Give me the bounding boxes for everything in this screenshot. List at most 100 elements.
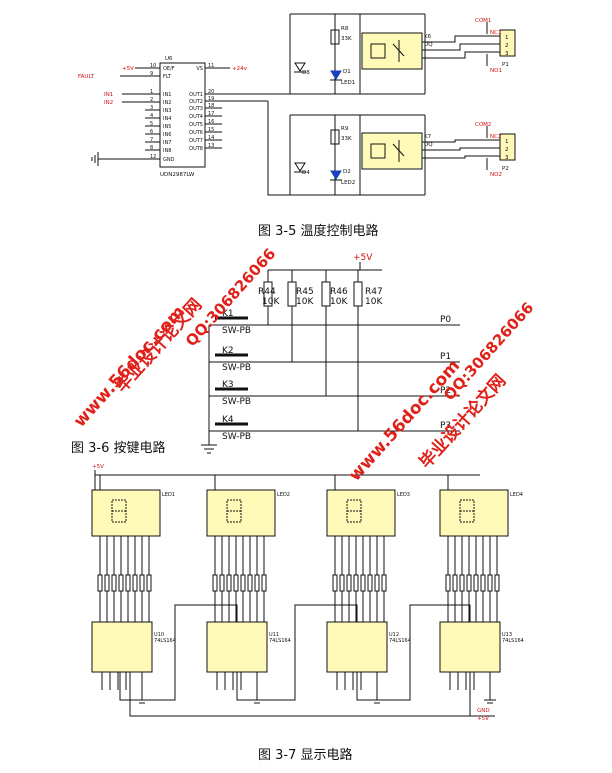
ic-part-u6: UDN2987LW [160, 172, 195, 178]
ch1-conn: P1 [502, 62, 509, 68]
u6-pin-name-left-9: IN8 [163, 148, 171, 154]
u6-pin-num-left-0: 10 [150, 63, 156, 69]
ch2-pin1: 1 [505, 139, 509, 145]
u6-pin-num-left-8: 7 [150, 137, 153, 143]
ch2-no: NO2 [490, 172, 502, 178]
ch1-nc: NC1 [490, 30, 501, 36]
u6-pin-name-right-4: OUT4 [189, 114, 203, 120]
ch2-pin3: 3 [505, 155, 509, 161]
r44-val: 10K [262, 297, 280, 307]
u6-pin-num-left-4: 3 [150, 105, 153, 111]
ch1-res-val: 33K [341, 36, 352, 42]
ch1-led: D1 [343, 69, 351, 75]
net-in2: IN2 [104, 100, 113, 106]
u6-pin-name-right-1: OUT1 [189, 92, 203, 98]
ic-part-4: 74LS164 [502, 638, 524, 644]
u6-pin-name-left-2: IN1 [163, 92, 171, 98]
k2-type: SW-PB [222, 363, 251, 373]
u6-pin-name-left-8: IN7 [163, 140, 171, 146]
u6-pin-name-right-5: OUT5 [189, 122, 203, 128]
r46-ref: R46 [330, 287, 348, 297]
r45-ref: R45 [296, 287, 314, 297]
led-label-1: LED1 [162, 492, 175, 498]
ch1-relay-type: DQ [424, 42, 433, 48]
u6-pin-num-left-3: 2 [150, 97, 153, 103]
ch1-no: NO1 [490, 68, 502, 74]
r47-ref: R47 [365, 287, 383, 297]
shift-register-3 [326, 621, 388, 673]
u6-pin-num-right-2: 19 [208, 96, 214, 102]
u6-pin-name-left-4: IN3 [163, 108, 171, 114]
key-supply: +5V [353, 253, 373, 263]
u6-pin-name-left-6: IN5 [163, 124, 171, 130]
ch2-diode: D4 [302, 170, 310, 176]
r46-val: 10K [330, 297, 348, 307]
ic-label-3: U12 [389, 632, 399, 638]
ch2-res-val: 33K [341, 136, 352, 142]
ch1-led-label: LED1 [341, 80, 355, 86]
ch1-relay: K6 [424, 34, 432, 40]
net-p24v: +24v [232, 66, 248, 72]
r44-ref: R44 [258, 287, 276, 297]
connector-p2 [499, 133, 516, 161]
k2-port: P1 [440, 352, 451, 362]
u6-pin-num-left-9: 8 [150, 145, 153, 151]
shift-register-1 [91, 621, 153, 673]
ic-label-2: U11 [269, 632, 279, 638]
ch2-res: R9 [341, 126, 349, 132]
ch1-com: COM1 [475, 18, 491, 24]
u6-pin-name-right-7: OUT7 [189, 138, 203, 144]
caption-fig-3-6: 图 3-6 按键电路 [71, 441, 166, 456]
caption-fig-3-7: 图 3-7 显示电路 [258, 748, 353, 763]
k4-type: SW-PB [222, 432, 251, 442]
ic-ref-u6: U6 [165, 56, 173, 62]
ic-part-2: 74LS164 [269, 638, 291, 644]
u6-pin-name-left-7: IN6 [163, 132, 171, 138]
ch2-com: COM2 [475, 122, 491, 128]
shift-register-2 [206, 621, 268, 673]
u6-pin-num-right-1: 20 [208, 89, 214, 95]
shift-register-4 [439, 621, 501, 673]
led-label-3: LED3 [397, 492, 410, 498]
ch1-res: R8 [341, 26, 349, 32]
ch1-diode: D8 [302, 70, 310, 76]
k4-port: P3 [440, 421, 451, 431]
led-label-2: LED2 [277, 492, 290, 498]
u6-pin-num-right-4: 17 [208, 111, 214, 117]
ic-u6 [159, 62, 206, 168]
ch2-pin2: 2 [505, 147, 509, 153]
u6-pin-num-right-3: 18 [208, 103, 214, 109]
u6-pin-name-left-0: OE/F [163, 66, 175, 72]
disp-net-gnd: GND [477, 708, 490, 714]
r47-val: 10K [365, 297, 383, 307]
k3-port: P2 [440, 386, 451, 396]
connector-p1 [499, 29, 516, 57]
ch2-relay: K7 [424, 134, 432, 140]
ch1-pin1: 1 [505, 35, 509, 41]
u6-pin-num-left-1: 9 [150, 71, 153, 77]
k1-ref: K1 [222, 309, 234, 319]
u6-pin-num-left-6: 5 [150, 121, 153, 127]
ch1-pin3: 3 [505, 51, 509, 57]
led-display-2 [206, 489, 276, 537]
u6-pin-name-left-5: IN4 [163, 116, 171, 122]
u6-pin-num-right-7: 14 [208, 135, 214, 141]
ch1-pin2: 2 [505, 43, 509, 49]
k1-type: SW-PB [222, 326, 251, 336]
u6-pin-num-right-8: 13 [208, 143, 214, 149]
disp-supply: +5V [92, 464, 104, 470]
led-label-4: LED4 [510, 492, 523, 498]
u6-pin-name-left-10: GND [163, 157, 175, 163]
u6-pin-name-right-0: VS [196, 66, 203, 72]
u6-pin-num-right-0: 11 [208, 63, 214, 69]
net-fault: FAULT [78, 74, 95, 80]
u6-pin-name-left-3: IN2 [163, 100, 171, 106]
ch2-conn: P2 [502, 166, 509, 172]
u6-pin-name-left-1: FLT [163, 74, 172, 80]
u6-pin-num-right-5: 16 [208, 119, 214, 125]
u6-pin-name-right-3: OUT3 [189, 106, 203, 112]
ic-label-4: U13 [502, 632, 512, 638]
ch2-nc: NC2 [490, 134, 501, 140]
u6-pin-name-right-8: OUT8 [189, 146, 203, 152]
